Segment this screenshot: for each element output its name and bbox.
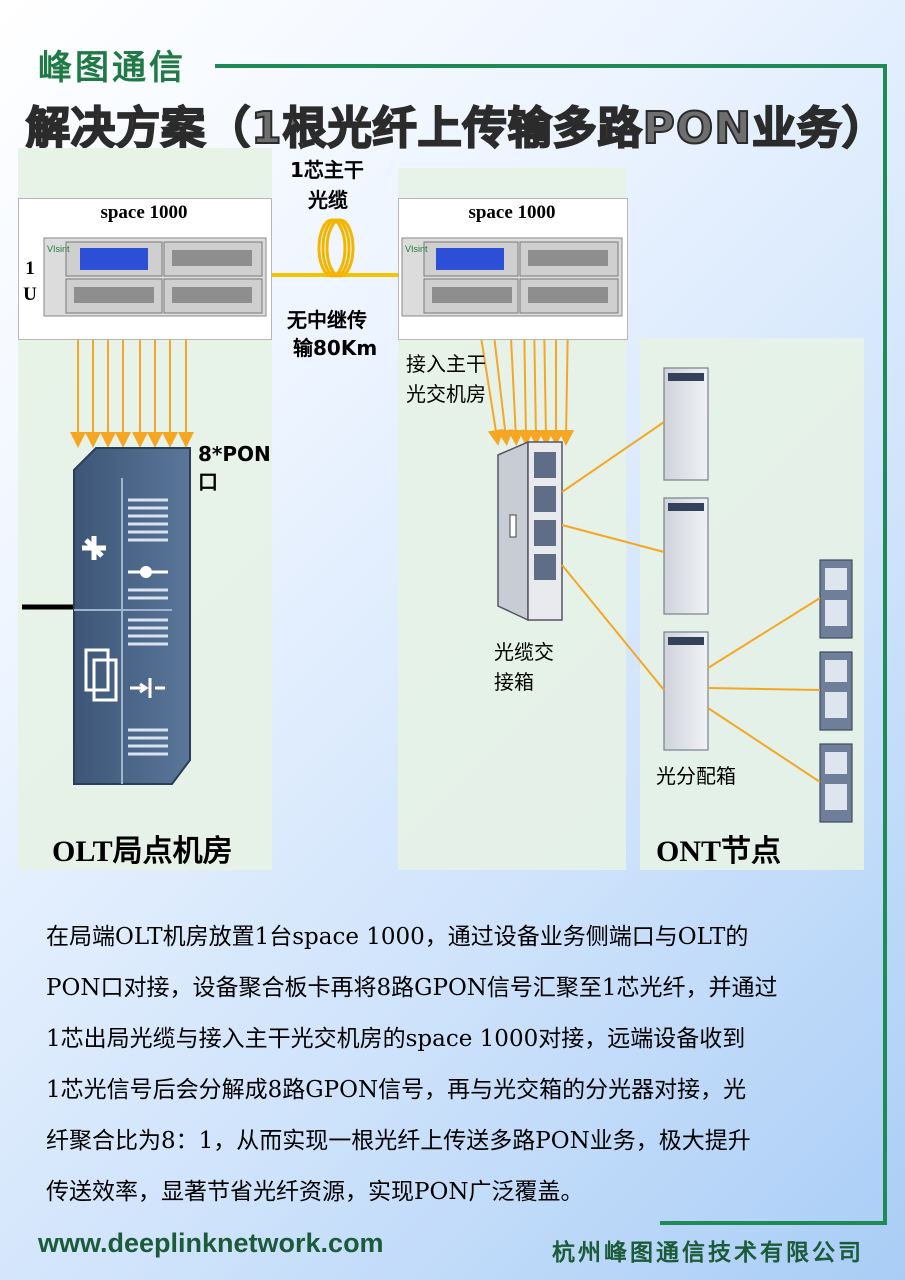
description-line: 1芯出局光缆与接入主干光交机房的space 1000对接，远端设备收到 <box>46 1026 746 1052</box>
page-title: 解决方案（1根光纤上传输多路PON业务） <box>25 102 888 155</box>
svg-text:VIsint: VIsint <box>47 244 70 254</box>
fiber-cross-connect-cabinet-icon <box>497 440 563 622</box>
description-line: PON口对接，设备聚合板卡再将8路GPON信号汇聚至1芯光纤，并通过 <box>46 975 778 1001</box>
brand-logo-text: 峰图通信 <box>38 48 186 88</box>
right-device-label: space 1000 <box>468 202 556 223</box>
rack-unit-label: 1 U <box>23 258 37 305</box>
frame-line-bottom <box>660 1221 887 1225</box>
svg-text:VIsint: VIsint <box>405 244 428 254</box>
pon-ports-label-2: 口 <box>198 470 218 494</box>
olt-section-title: OLT局点机房 <box>52 835 233 868</box>
website-url[interactable]: www.deeplinknetwork.com <box>38 1228 384 1258</box>
description-line: 纤聚合比为8：1，从而实现一根光纤上传送多路PON业务，极大提升 <box>46 1128 751 1154</box>
ont-terminal-icons <box>819 559 853 823</box>
distribution-box-icons <box>663 367 709 751</box>
access-room-label-1: 接入主干 <box>406 352 486 376</box>
left-device-label: space 1000 <box>100 202 188 223</box>
olt-cabinet-icon <box>22 447 191 785</box>
access-room-label-2: 光交机房 <box>406 382 486 406</box>
company-name: 杭州峰图通信技术有限公司 <box>552 1240 864 1266</box>
cross-box-label-1: 光缆交 <box>494 640 554 664</box>
cross-box-label-2: 接箱 <box>494 670 534 694</box>
distance-label-2: 输80Km <box>293 336 378 360</box>
fiber-coil-icon <box>317 218 355 278</box>
drop-fibers <box>561 421 821 783</box>
distance-label-1: 无中继传 <box>287 308 367 332</box>
description-line: 传送效率，显著节省光纤资源，实现PON广泛覆盖。 <box>46 1179 584 1205</box>
frame-line-top <box>215 64 887 68</box>
description-line: 1芯光信号后会分解成8路GPON信号，再与光交箱的分光器对接，光 <box>46 1077 747 1103</box>
trunk-cable-label-2: 光缆 <box>308 188 348 212</box>
split-box-label: 光分配箱 <box>656 764 736 788</box>
ont-section-title: ONT节点 <box>656 835 782 868</box>
trunk-cable-label-1: 1芯主干 <box>290 158 364 182</box>
description-line: 在局端OLT机房放置1台space 1000，通过设备业务侧端口与OLT的 <box>46 924 749 950</box>
pon-ports-label-1: 8*PON <box>198 442 271 466</box>
description-block: 在局端OLT机房放置1台space 1000，通过设备业务侧端口与OLT的 PO… <box>46 912 846 1218</box>
frame-line-right <box>883 64 887 1224</box>
